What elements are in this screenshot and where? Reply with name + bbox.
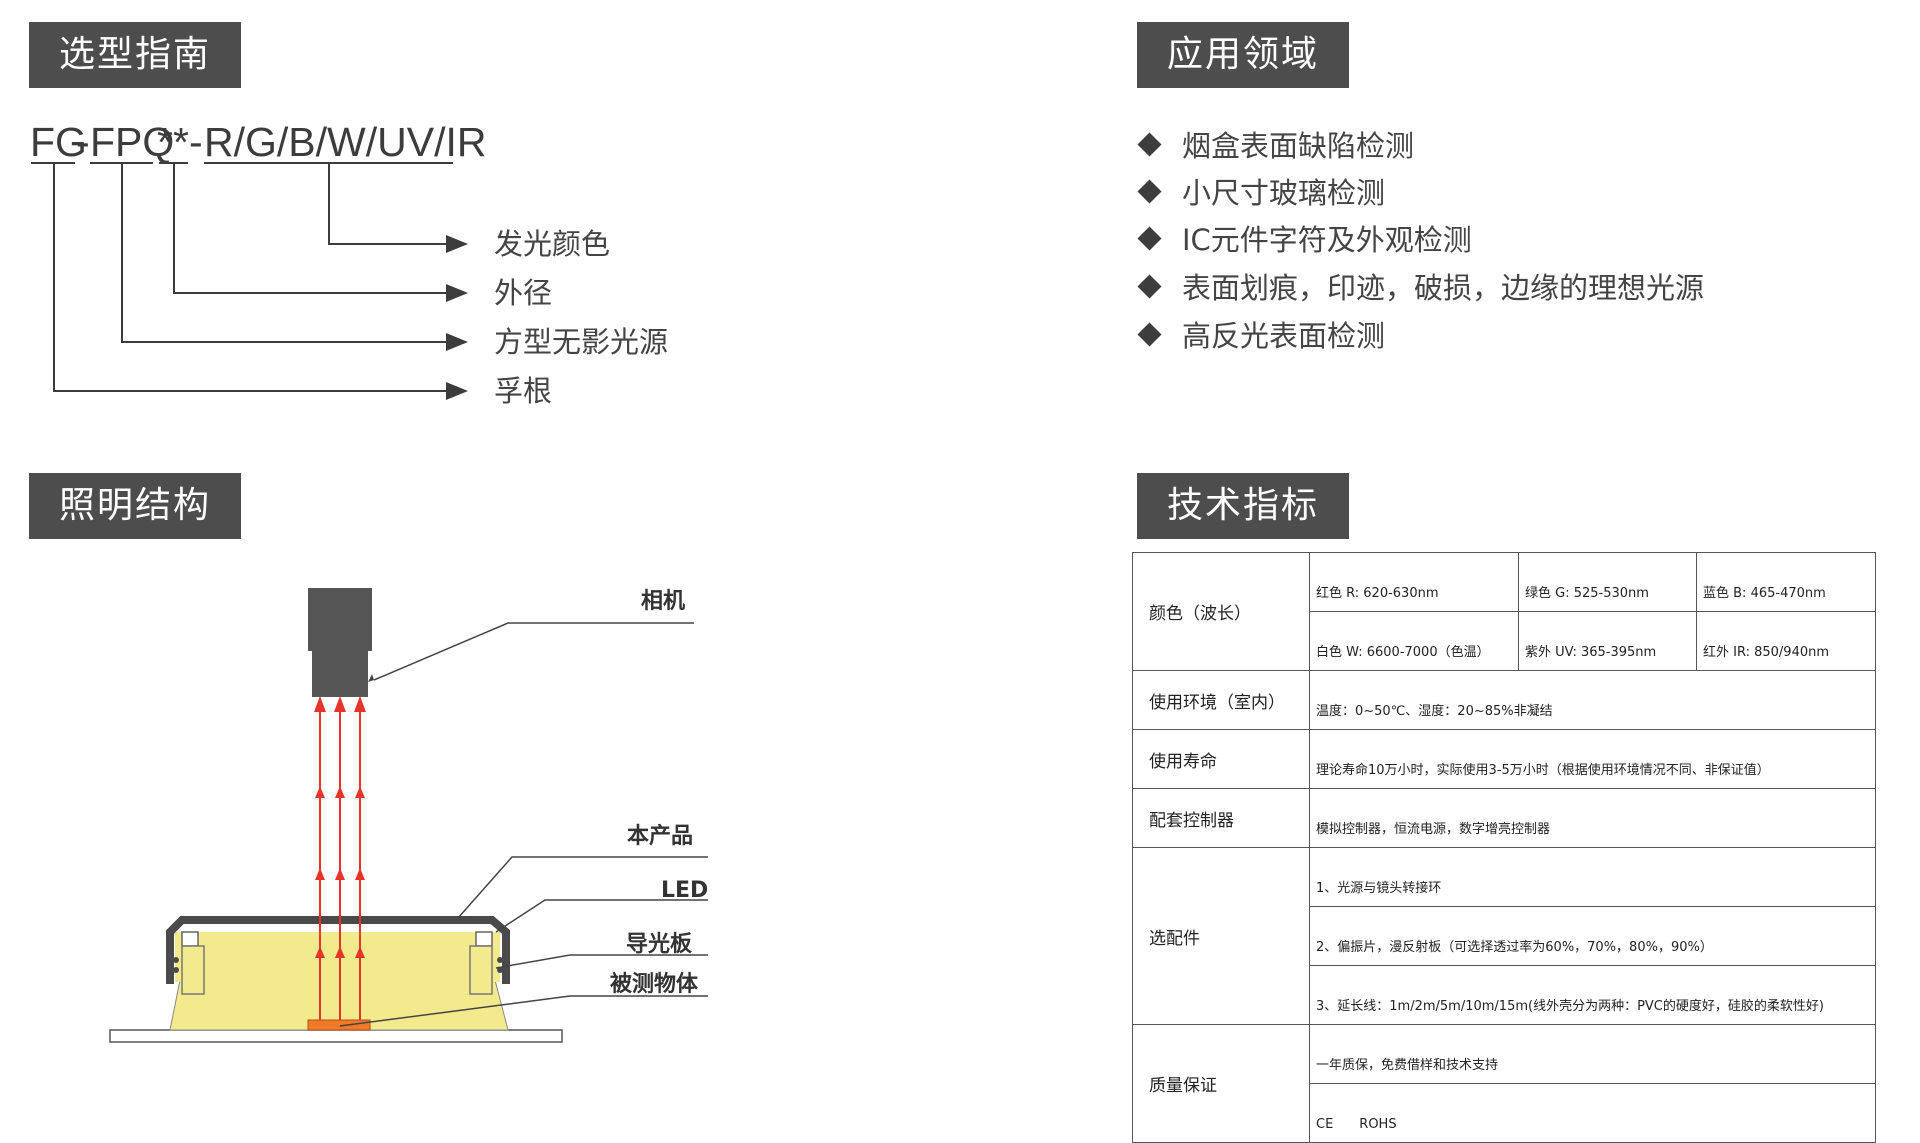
spec-key-color: 颜色（波长） [1132,552,1310,671]
base-plate [109,1029,563,1043]
spec-ir: 红外 IR: 850/940nm [1696,611,1876,671]
spec-quality-2: CE ROHS [1309,1083,1876,1143]
section-title-specs: 技术指标 [1137,473,1350,539]
spec-key-accessories: 选配件 [1132,847,1310,1025]
spec-key-controller: 配套控制器 [1132,788,1310,848]
spec-accessory-1: 1、光源与镜头转接环 [1309,847,1876,907]
label-product: 本产品 [627,824,694,849]
lighting-structure-diagram [109,588,708,1043]
table-row: 白色 W: 6600-7000（色温） 紫外 UV: 365-395nm 红外 … [1133,611,1876,671]
specs-table: 颜色（波长） 红色 R: 620-630nm 绿色 G: 525-530nm 蓝… [1132,552,1876,1143]
table-row: 3、延长线：1m/2m/5m/10m/15m(线外壳分为两种：PVC的硬度好，硅… [1133,965,1876,1025]
legend-brand: 孚根 [494,374,553,408]
light-guide-left [181,945,205,995]
table-row: 2、偏振片，漫反射板（可选择透过率为60%，70%，80%，90%） [1133,906,1876,966]
measured-object [307,1019,371,1031]
spec-blue: 蓝色 B: 465-470nm [1696,552,1876,612]
bullet-diamond-icon [1137,132,1162,157]
model-seg-diameter: ** [157,119,189,165]
label-camera: 相机 [641,589,686,614]
spec-white: 白色 W: 6600-7000（色温） [1309,611,1519,671]
bullet-diamond-icon [1137,274,1162,299]
table-row: 使用寿命 理论寿命10万小时，实际使用3-5万小时（根据使用环境情况不同、非保证… [1132,729,1876,789]
label-measured-object: 被测物体 [610,972,699,997]
legend-diameter: 外径 [494,276,553,310]
spec-red: 红色 R: 620-630nm [1309,552,1519,612]
table-row: 配套控制器 模拟控制器，恒流电源，数字增亮控制器 [1132,788,1876,848]
spec-green: 绿色 G: 525-530nm [1518,552,1697,612]
led-left [181,931,199,947]
table-row: 质量保证 一年质保，免费借样和技术支持 [1132,1024,1876,1143]
legend-color: 发光颜色 [494,227,611,261]
spec-env: 温度：0~50℃、湿度：20~85%非凝结 [1309,670,1876,730]
section-title-selection: 选型指南 [29,22,242,88]
bullet-diamond-icon [1137,226,1162,251]
light-rays [319,700,361,1020]
camera-icon [308,588,372,697]
bullet-diamond-icon [1137,322,1162,347]
label-light-guide: 导光板 [626,932,693,957]
spec-key-life: 使用寿命 [1132,729,1310,789]
light-guide-right [469,945,493,995]
model-connector-lines [31,162,468,400]
spec-life: 理论寿命10万小时，实际使用3-5万小时（根据使用环境情况不同、非保证值） [1309,729,1876,789]
product-housing [166,916,510,984]
model-seg-color: R/G/B/W/UV/IR [204,119,487,165]
section-title-application: 应用领域 [1137,22,1350,88]
table-row: 使用环境（室内） 温度：0~50℃、湿度：20~85%非凝结 [1132,670,1876,730]
section-title-structure: 照明结构 [29,473,242,539]
spec-key-quality: 质量保证 [1132,1024,1310,1143]
bullet-diamond-icon [1137,179,1162,204]
application-item: 表面划痕，印迹，破损，边缘的理想光源 [1136,270,1704,306]
led-right [475,931,493,947]
spec-accessory-3: 3、延长线：1m/2m/5m/10m/15m(线外壳分为两种：PVC的硬度好，硅… [1309,965,1876,1025]
legend-type: 方型无影光源 [494,325,669,359]
application-item: 高反光表面检测 [1136,318,1385,354]
model-sep-2: - [189,119,203,165]
spec-key-env: 使用环境（室内） [1132,670,1310,730]
table-row: 选配件 1、光源与镜头转接环 [1132,847,1876,1025]
spec-quality-1: 一年质保，免费借样和技术支持 [1309,1024,1876,1084]
spec-controller: 模拟控制器，恒流电源，数字增亮控制器 [1309,788,1876,848]
label-led: LED [661,878,709,903]
application-item: 烟盒表面缺陷检测 [1136,128,1414,164]
spec-accessory-2: 2、偏振片，漫反射板（可选择透过率为60%，70%，80%，90%） [1309,906,1876,966]
application-item: IC元件字符及外观检测 [1136,222,1472,258]
spec-uv: 紫外 UV: 365-395nm [1518,611,1697,671]
model-sep-1: - [76,119,90,165]
model-seg-type: FPQ [90,119,175,165]
model-seg-series: FG [30,119,87,165]
table-row: 颜色（波长） 红色 R: 620-630nm 绿色 G: 525-530nm 蓝… [1132,552,1876,671]
application-item: 小尺寸玻璃检测 [1136,175,1385,211]
